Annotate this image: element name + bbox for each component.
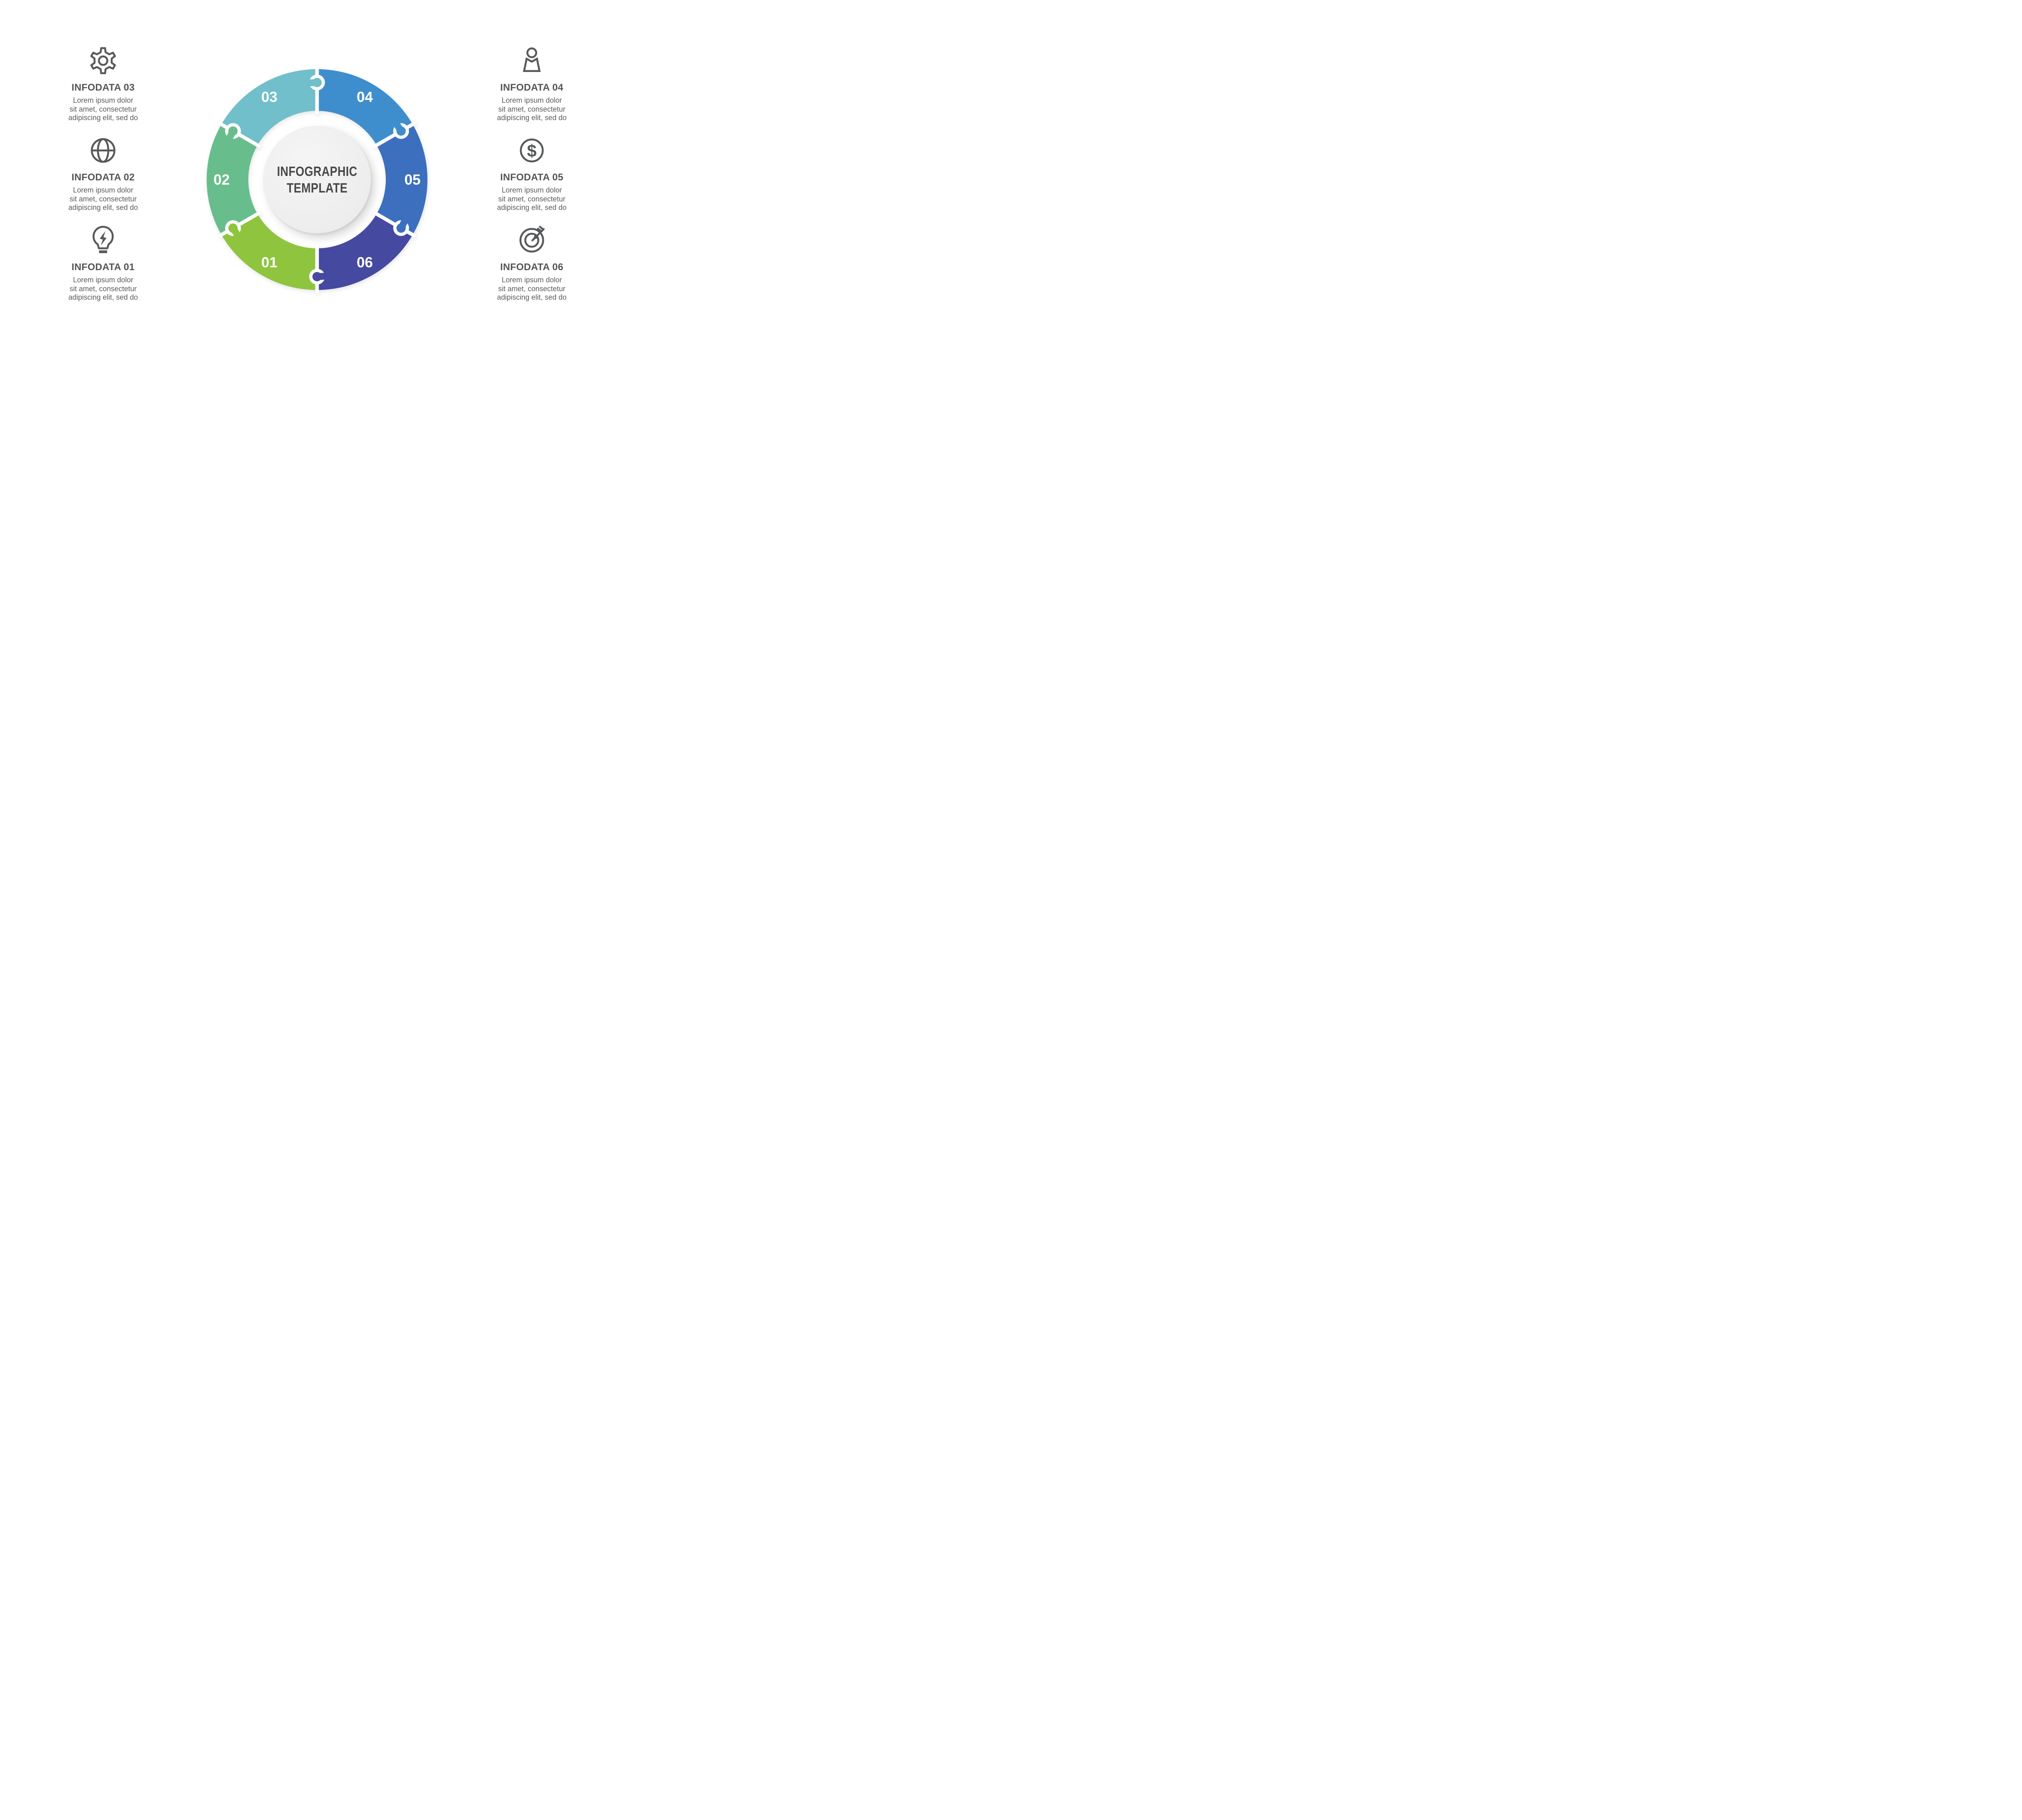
- segment-number-01: 01: [261, 254, 277, 271]
- person-icon: [463, 45, 601, 76]
- block-body: Lorem ipsum dolor sit amet, consectetur …: [34, 276, 172, 302]
- puzzle-knob: [312, 78, 322, 87]
- block-body: Lorem ipsum dolor sit amet, consectetur …: [463, 96, 601, 123]
- body-line: Lorem ipsum dolor: [73, 276, 133, 284]
- puzzle-segment-03: [221, 69, 317, 145]
- block-body: Lorem ipsum dolor sit amet, consectetur …: [34, 96, 172, 123]
- body-line: adipiscing elit, sed do: [497, 114, 567, 122]
- body-line: adipiscing elit, sed do: [497, 293, 567, 301]
- body-line: sit amet, consectetur: [69, 195, 137, 203]
- lightbulb-icon: [34, 225, 172, 256]
- body-line: sit amet, consectetur: [69, 284, 137, 293]
- segment-number-03: 03: [261, 89, 277, 105]
- block-body: Lorem ipsum dolor sit amet, consectetur …: [463, 186, 601, 212]
- center-circle: INFOGRAPHIC TEMPLATE: [263, 126, 371, 233]
- body-line: sit amet, consectetur: [498, 284, 566, 293]
- gear-icon: [34, 45, 172, 76]
- puzzle-knob: [312, 272, 322, 281]
- body-line: sit amet, consectetur: [498, 195, 566, 203]
- puzzle-segment-06: [317, 214, 413, 290]
- segment-number-05: 05: [404, 171, 421, 188]
- puzzle-knob: [396, 126, 406, 136]
- block-title: INFODATA 04: [500, 82, 564, 93]
- segment-number-06: 06: [357, 254, 373, 271]
- infodata-block-03: INFODATA 03 Lorem ipsum dolor sit amet, …: [34, 45, 172, 123]
- puzzle-ring-group: 01 02 03 04 05 06: [207, 66, 427, 293]
- center-title: INFOGRAPHIC TEMPLATE: [277, 163, 357, 196]
- body-line: Lorem ipsum dolor: [73, 186, 133, 194]
- center-title-line1: INFOGRAPHIC: [277, 164, 357, 179]
- segment-number-02: 02: [214, 171, 230, 188]
- dollar-icon: $: [463, 135, 601, 166]
- body-line: Lorem ipsum dolor: [501, 276, 562, 284]
- body-line: adipiscing elit, sed do: [497, 203, 567, 212]
- infodata-block-04: INFODATA 04 Lorem ipsum dolor sit amet, …: [463, 45, 601, 123]
- block-body: Lorem ipsum dolor sit amet, consectetur …: [463, 276, 601, 302]
- segment-number-04: 04: [357, 89, 373, 105]
- puzzle-knob: [228, 126, 238, 136]
- target-icon: [463, 225, 601, 256]
- puzzle-segment-04: [317, 69, 413, 145]
- block-title: INFODATA 02: [71, 172, 135, 183]
- body-line: Lorem ipsum dolor: [501, 96, 562, 104]
- puzzle-knob: [396, 223, 406, 233]
- puzzle-segment-01: [221, 214, 317, 290]
- center-title-line2: TEMPLATE: [286, 180, 348, 195]
- infodata-block-02: INFODATA 02 Lorem ipsum dolor sit amet, …: [34, 135, 172, 212]
- body-line: adipiscing elit, sed do: [68, 114, 138, 122]
- body-line: Lorem ipsum dolor: [501, 186, 562, 194]
- puzzle-segment-02: [207, 124, 258, 235]
- block-title: INFODATA 06: [500, 262, 564, 273]
- globe-icon: [34, 135, 172, 166]
- infodata-block-01: INFODATA 01 Lorem ipsum dolor sit amet, …: [34, 225, 172, 302]
- svg-text:$: $: [527, 141, 537, 161]
- block-title: INFODATA 05: [500, 172, 564, 183]
- body-line: adipiscing elit, sed do: [68, 293, 138, 301]
- body-line: Lorem ipsum dolor: [73, 96, 133, 104]
- puzzle-segment-05: [376, 124, 427, 235]
- block-body: Lorem ipsum dolor sit amet, consectetur …: [34, 186, 172, 212]
- body-line: adipiscing elit, sed do: [68, 203, 138, 212]
- puzzle-knob: [228, 223, 238, 233]
- block-title: INFODATA 03: [71, 82, 135, 93]
- infographic-canvas: 01 02 03 04 05 06 INFOGRAPHIC TEMPLATE INFODA…: [0, 0, 634, 357]
- block-title: INFODATA 01: [71, 262, 135, 273]
- puzzle-ring-diagram: 01 02 03 04 05 06: [207, 66, 427, 293]
- infodata-block-06: INFODATA 06 Lorem ipsum dolor sit amet, …: [463, 225, 601, 302]
- infodata-block-05: $ INFODATA 05 Lorem ipsum dolor sit amet…: [463, 135, 601, 212]
- body-line: sit amet, consectetur: [498, 105, 566, 113]
- body-line: sit amet, consectetur: [69, 105, 137, 113]
